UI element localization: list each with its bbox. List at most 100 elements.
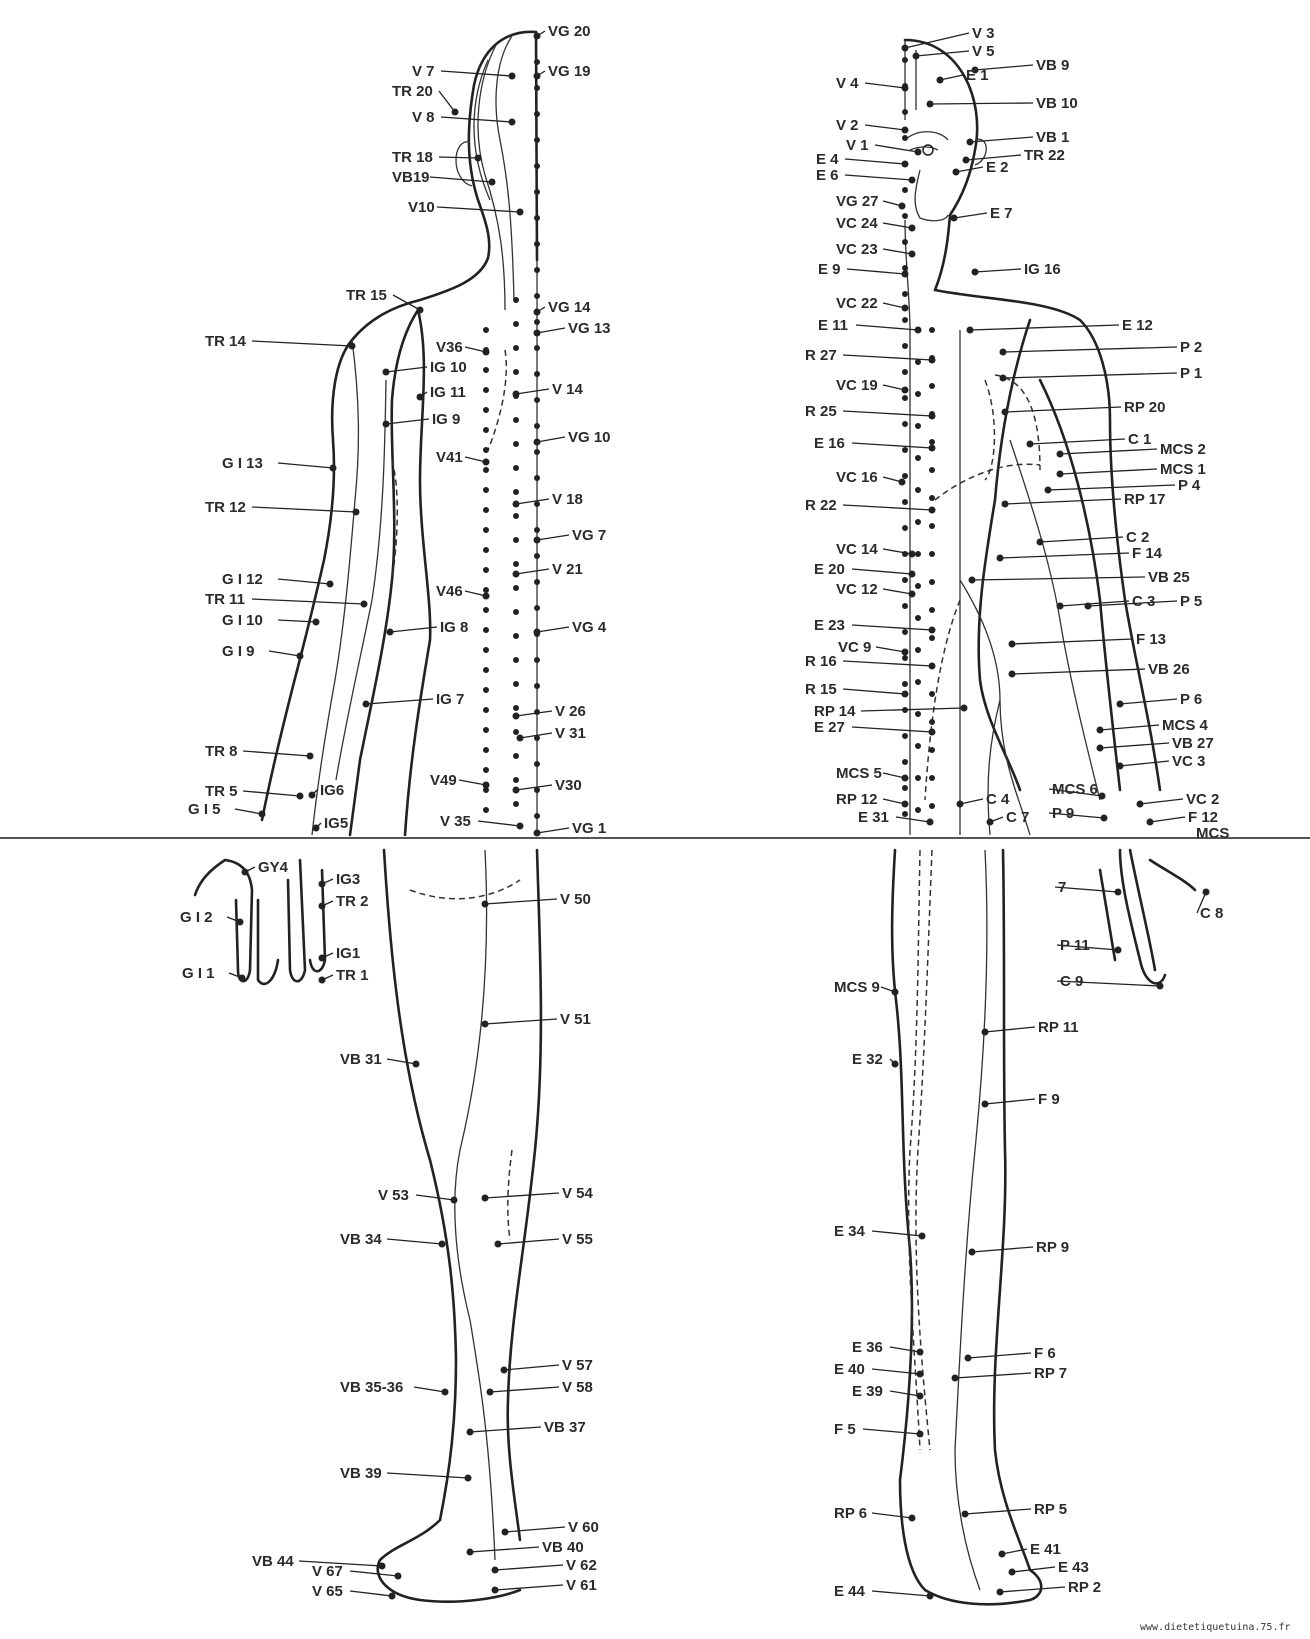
back-leader-line [515, 784, 553, 791]
front-acupoint [908, 250, 916, 258]
front-leader-line [871, 1230, 923, 1237]
meridian-point [915, 743, 921, 749]
back-acupoint [486, 1388, 494, 1396]
front-label: E 31 [858, 809, 889, 826]
back-label: V 21 [552, 561, 583, 578]
front-label: P 2 [1180, 339, 1202, 356]
back-label: VB 35-36 [340, 1379, 403, 1396]
meridian-point [483, 587, 489, 593]
meridian-point [483, 627, 489, 633]
front-leader-line [939, 74, 964, 81]
back-acupoint [500, 1366, 508, 1374]
back-leader-line [234, 808, 263, 815]
front-leader-line [969, 136, 1034, 143]
meridian-point [915, 711, 921, 717]
meridian-point [483, 687, 489, 693]
back-acupoint [501, 1528, 509, 1536]
front-acupoint [1026, 440, 1034, 448]
back-leader-line [536, 436, 566, 443]
back-label: V30 [555, 777, 582, 794]
front-leader-line [844, 174, 913, 181]
front-label: VB 1 [1036, 129, 1069, 146]
front-label: VC 16 [836, 469, 878, 486]
back-leader-line [494, 1564, 564, 1571]
meridian-point [929, 663, 935, 669]
front-label: RP 17 [1124, 491, 1165, 508]
back-label: VB 31 [340, 1051, 382, 1068]
meridian-point [483, 747, 489, 753]
meridian-point [513, 729, 519, 735]
back-label: G I 9 [222, 643, 255, 660]
front-leader-line [1047, 484, 1176, 491]
back-leader-line [515, 568, 550, 575]
back-label: V 55 [562, 1231, 593, 1248]
meridian-point [929, 467, 935, 473]
front-leader-line [1056, 944, 1119, 951]
meridian-point [915, 679, 921, 685]
back-acupoint [533, 536, 541, 544]
front-acupoint [968, 576, 976, 584]
front-leader-line [1059, 600, 1130, 607]
front-label: E 40 [834, 1361, 865, 1378]
back-acupoint [241, 868, 249, 876]
front-acupoint [1084, 602, 1092, 610]
meridian-point [513, 369, 519, 375]
front-label: C 4 [986, 791, 1010, 808]
back-acupoint [466, 1548, 474, 1556]
front-label: V 4 [836, 75, 859, 92]
front-acupoint [918, 1232, 926, 1240]
front-acupoint [901, 648, 909, 656]
meridian-point [534, 683, 540, 689]
back-leader-line [497, 1238, 560, 1245]
back-label: V 35 [440, 813, 471, 830]
front-acupoint [1136, 800, 1144, 808]
back-acupoint [508, 118, 516, 126]
front-acupoint [901, 270, 909, 278]
meridian-point [513, 321, 519, 327]
back-label: TR 11 [205, 591, 245, 608]
front-leader-line [1196, 891, 1207, 914]
back-label: TR 5 [205, 783, 238, 800]
back-acupoint [516, 208, 524, 216]
meridian-point [902, 629, 908, 635]
meridian-point [534, 423, 540, 429]
back-acupoint [533, 438, 541, 446]
meridian-point [534, 137, 540, 143]
front-label: E 34 [834, 1223, 866, 1240]
front-label: RP 12 [836, 791, 877, 808]
front-acupoint [1146, 818, 1154, 826]
back-label: VG 13 [568, 320, 611, 337]
meridian-point [483, 567, 489, 573]
front-leader-line [1001, 1548, 1028, 1555]
front-leader-line [864, 82, 906, 89]
front-label: VC 14 [836, 541, 878, 558]
meridian-point [929, 523, 935, 529]
front-leader-line [959, 798, 984, 805]
meridian-point [915, 455, 921, 461]
back-acupoint [533, 72, 541, 80]
meridian-point [915, 583, 921, 589]
meridian-point [534, 579, 540, 585]
meridian-point [483, 547, 489, 553]
front-acupoint [1008, 1568, 1016, 1576]
front-acupoint [898, 478, 906, 486]
meridian-point [534, 501, 540, 507]
front-label: F 14 [1132, 545, 1163, 562]
front-label: E 32 [852, 1051, 883, 1068]
meridian-point [915, 775, 921, 781]
front-leader-line [842, 660, 933, 667]
meridian-point [513, 681, 519, 687]
front-label: MCS 4 [1162, 717, 1209, 734]
back-acupoint [296, 792, 304, 800]
meridian-point [483, 447, 489, 453]
meridian-point [534, 605, 540, 611]
front-label: RP 20 [1124, 399, 1165, 416]
back-label: IG 8 [440, 619, 468, 636]
back-leader-line [536, 827, 570, 834]
front-label: RP 11 [1038, 1019, 1079, 1036]
front-acupoint [1116, 762, 1124, 770]
back-acupoint [482, 781, 490, 789]
back-label: V46 [436, 583, 463, 600]
front-leader-line [874, 144, 919, 153]
meridian-point [902, 551, 908, 557]
